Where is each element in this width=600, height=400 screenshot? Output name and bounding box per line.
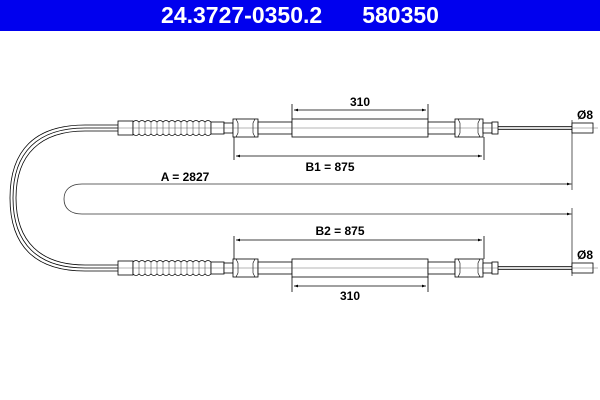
bottom-diameter-label: Ø8 bbox=[576, 248, 594, 262]
part-number: 24.3727-0350.2 bbox=[161, 2, 323, 28]
bottom-sleeve-label: 310 bbox=[339, 289, 361, 303]
b1-label: B1 = 875 bbox=[305, 160, 355, 174]
top-sleeve-label: 310 bbox=[349, 95, 371, 109]
cable-bend bbox=[9, 124, 120, 272]
bottom-sleeve-dimension bbox=[291, 277, 429, 292]
title-bar: 24.3727-0350.2 580350 bbox=[0, 0, 600, 31]
top-outer-dimension bbox=[233, 137, 485, 160]
bottom-outer-dimension bbox=[233, 236, 485, 259]
cable-assembly-top bbox=[110, 118, 598, 138]
cable-assembly-bottom bbox=[109, 258, 599, 278]
top-sleeve-dimension bbox=[291, 104, 429, 119]
overall-length-dimension bbox=[63, 120, 573, 276]
b2-label: B2 = 875 bbox=[315, 224, 365, 238]
reference-number: 580350 bbox=[362, 2, 439, 28]
top-diameter-label: Ø8 bbox=[576, 108, 594, 122]
overall-length-label: A = 2827 bbox=[160, 170, 210, 184]
